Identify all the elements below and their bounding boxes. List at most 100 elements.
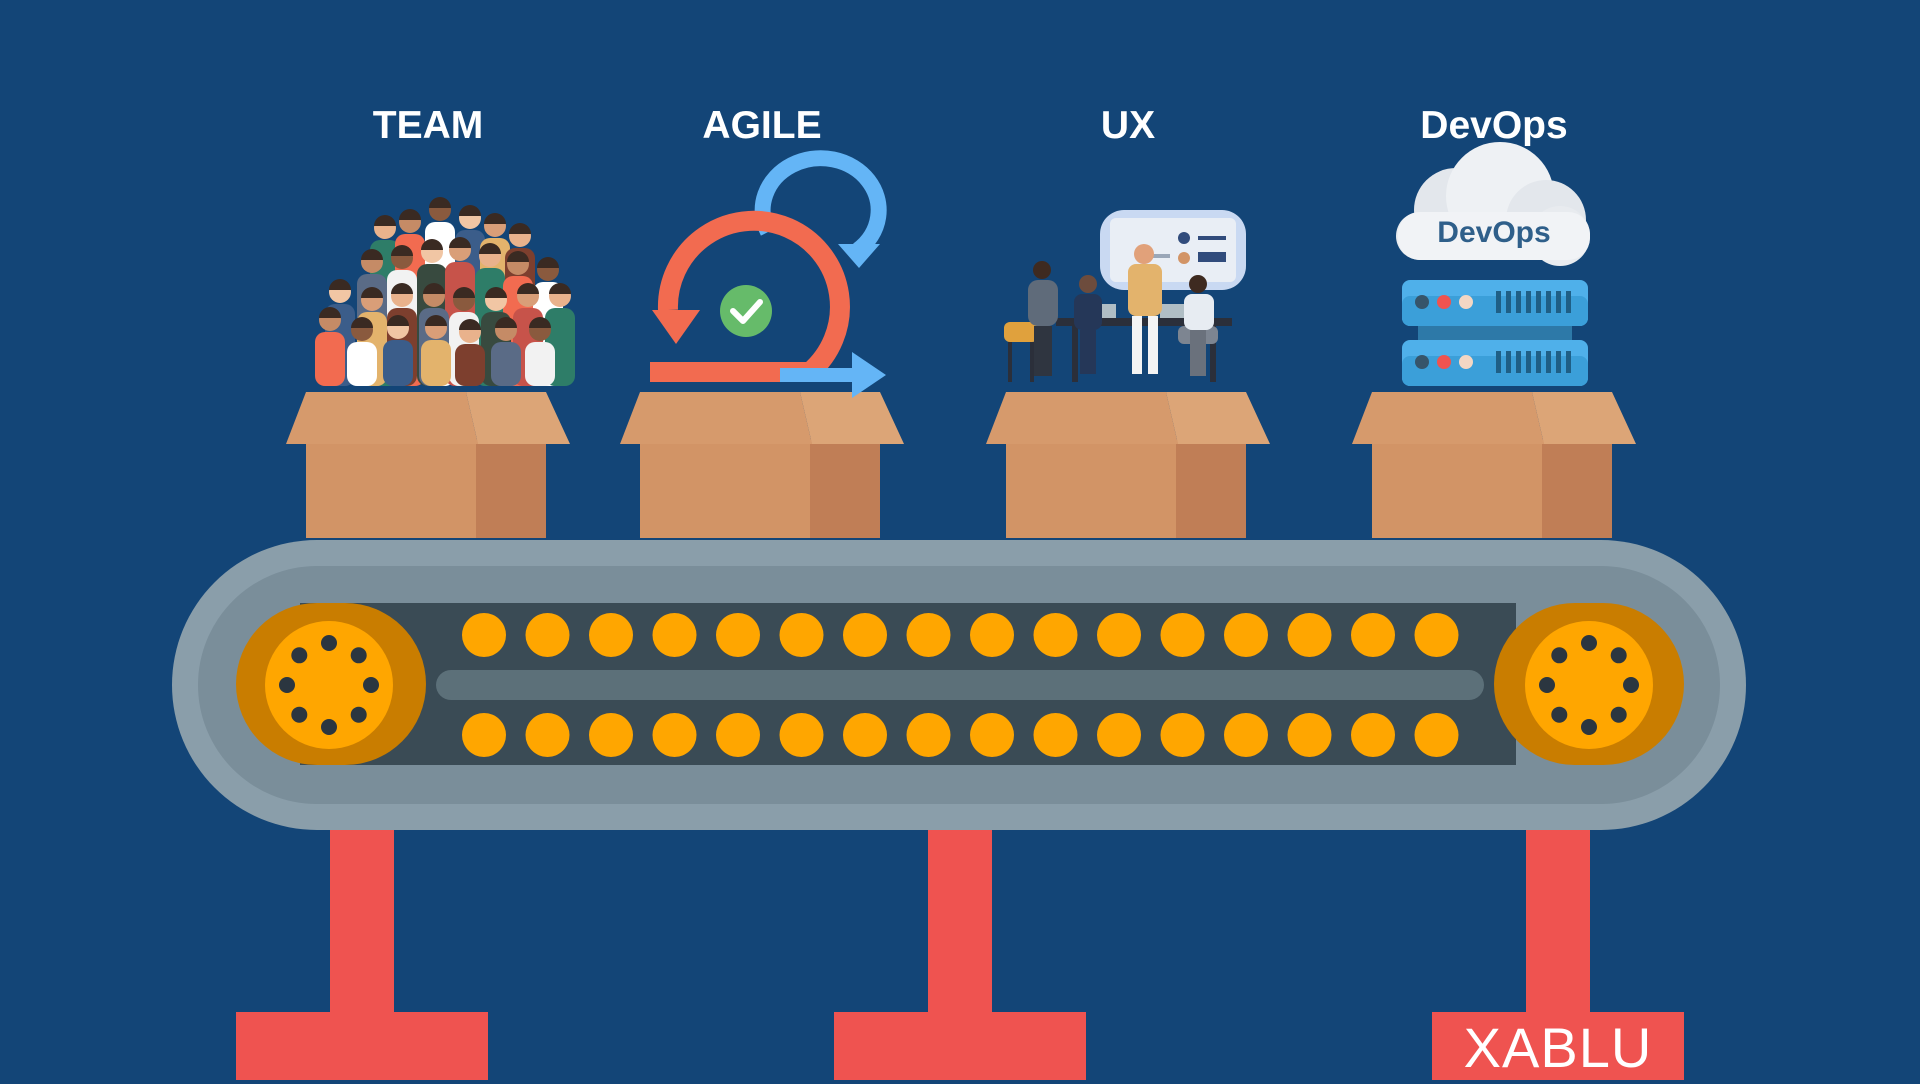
roller-bottom [1287, 713, 1332, 757]
box-side [476, 440, 546, 538]
person-hair [374, 215, 396, 226]
person-body [421, 340, 451, 386]
wheel-bolt [1551, 706, 1568, 723]
person [455, 319, 485, 386]
server-vent [1536, 351, 1541, 373]
ux-meeting-icon [1004, 210, 1246, 382]
roller-bottom [1414, 713, 1459, 757]
person-hair [549, 283, 571, 294]
stage-title-team: TEAM [372, 104, 484, 147]
box-flap-right [466, 392, 570, 444]
wheel-bolt [350, 647, 367, 664]
server-vent [1506, 351, 1511, 373]
wheel-left [236, 603, 426, 765]
wheel-bolt [1623, 677, 1639, 693]
person-body [455, 344, 485, 386]
person-hair [507, 251, 529, 262]
server-vent [1566, 351, 1571, 373]
box-flap-left [286, 392, 478, 444]
agile-blue-arrowhead [838, 244, 880, 268]
leg-left-foot [236, 1012, 488, 1080]
agile-red-loop [657, 210, 850, 380]
server-vent [1556, 291, 1561, 313]
roller-bottom [716, 713, 760, 757]
person-body [383, 340, 413, 386]
wheel-bolt [321, 635, 337, 651]
roller-top [1351, 613, 1395, 657]
roller-top [1097, 613, 1141, 657]
conveyor-legs [236, 820, 1590, 1080]
roller-bottom [906, 713, 951, 757]
person-hair [485, 287, 507, 298]
roller-bottom [652, 713, 697, 757]
person-body [315, 332, 345, 386]
person [315, 307, 345, 386]
leg-middle [928, 820, 992, 1015]
person-hair [453, 287, 475, 298]
wheel-bolt [350, 706, 367, 723]
wheel-bolt [279, 677, 295, 693]
roller-bottom [525, 713, 570, 757]
roller-top [1160, 613, 1205, 657]
person-hair [351, 317, 373, 328]
person-hair [459, 319, 481, 330]
meeting-table [1056, 318, 1232, 326]
leg-left [330, 820, 394, 1015]
person-hair [421, 239, 443, 250]
person-hair [529, 317, 551, 328]
roller-top [970, 613, 1014, 657]
roller-top [779, 613, 824, 657]
roller-top [1414, 613, 1459, 657]
wheel-bolt [1581, 719, 1597, 735]
cardboard-box [1352, 392, 1636, 538]
agile-blue-forward-arrow [852, 352, 886, 398]
check-mark-icon [730, 299, 763, 324]
server-vent [1526, 351, 1531, 373]
roller-bottom [462, 713, 506, 757]
person-hair [423, 283, 445, 294]
devops-server-icon: DevOps [1396, 142, 1590, 386]
roller-top [1033, 613, 1078, 657]
person-hair [537, 257, 559, 268]
server-rack-top [1402, 280, 1588, 326]
server-vent [1526, 291, 1531, 313]
roller-bottom [1224, 713, 1268, 757]
roller-bottom [589, 713, 633, 757]
leg-right [1526, 820, 1590, 1015]
wheel-right [1494, 603, 1684, 765]
brand-logo: XABLU [1432, 1012, 1684, 1080]
person-hair [329, 279, 351, 290]
server-vent [1516, 351, 1521, 373]
server-vent [1496, 351, 1501, 373]
stage-title-agile: AGILE [702, 104, 822, 147]
wheel-right-bolts [1539, 635, 1639, 735]
stage-title-devops: DevOps [1420, 104, 1568, 147]
person-hair [479, 243, 501, 254]
agile-blue-base [780, 368, 870, 382]
person-hair [387, 315, 409, 326]
server-vent [1546, 291, 1551, 313]
person-hair [319, 307, 341, 318]
roller-bottom [1097, 713, 1141, 757]
server-vent [1546, 351, 1551, 373]
person-body [525, 342, 555, 386]
person-hair [391, 283, 413, 294]
wheel-bolt [1581, 635, 1597, 651]
cloud-icon [1396, 142, 1590, 266]
check-circle-icon [720, 285, 772, 337]
person-hair [484, 213, 506, 224]
wheel-bolt [1551, 647, 1568, 664]
person-hair [495, 317, 517, 328]
cardboard-box [620, 392, 904, 538]
wheel-bolt [291, 647, 308, 664]
wheel-bolt [291, 706, 308, 723]
box-side [1176, 440, 1246, 538]
roller-bottom [843, 713, 887, 757]
people-crowd-icon [315, 197, 575, 386]
box-flap-left [620, 392, 812, 444]
server-rack-bottom [1402, 340, 1588, 386]
box-flap-left [1352, 392, 1544, 444]
server-vent [1496, 291, 1501, 313]
